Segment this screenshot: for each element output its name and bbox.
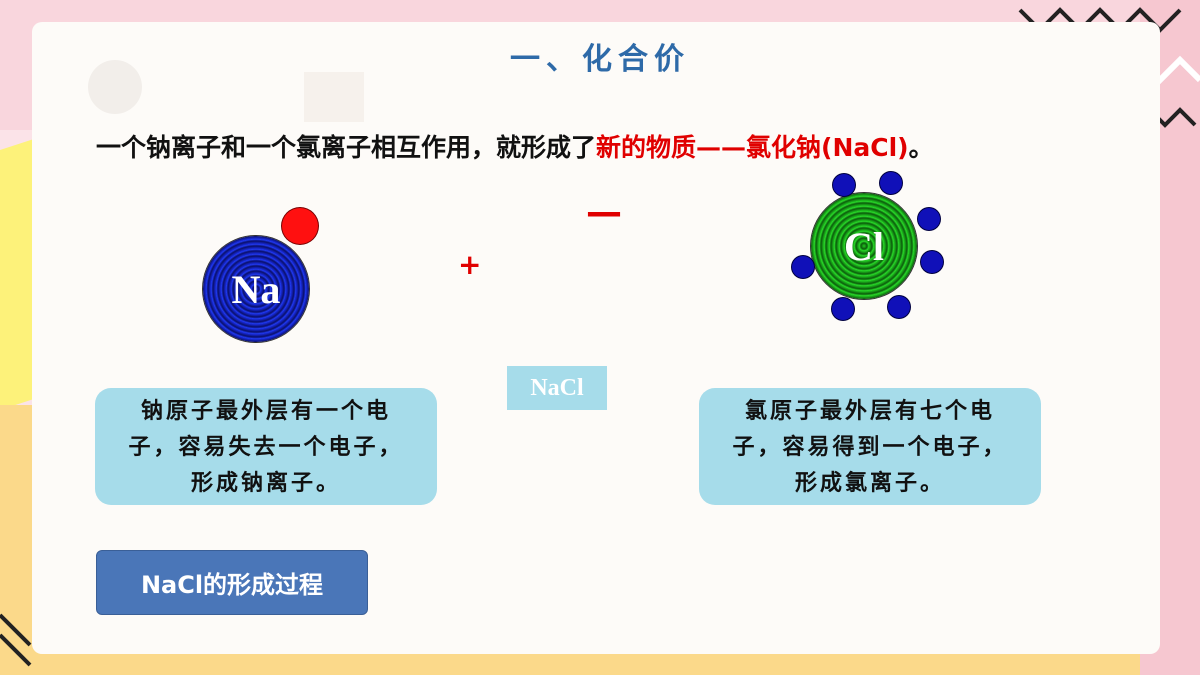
chlorine-electron [921, 251, 943, 273]
headline-black: 一个钠离子和一个氯离子相互作用，就形成了 [96, 133, 597, 162]
headline-highlight: 新的物质——氯化钠(NaCl) [596, 133, 909, 162]
chlorine-electron [833, 174, 855, 196]
sodium-symbol: Na [231, 266, 281, 312]
headline-end: 。 [908, 133, 934, 162]
bubble-line: 形成氯离子。 [794, 471, 945, 496]
headline-text: 一个钠离子和一个氯离子相互作用，就形成了新的物质——氯化钠(NaCl)。 [96, 128, 934, 164]
bubble-line: 子，容易得到一个电子， [732, 435, 1008, 460]
bubble-line: 氯原子最外层有七个电 [744, 399, 995, 424]
chlorine-electron [918, 208, 940, 230]
bubble-line: 子，容易失去一个电子， [128, 435, 404, 460]
watermark-square [304, 72, 364, 122]
chlorine-electron [888, 296, 910, 318]
bubble-line: 形成钠离子。 [190, 471, 341, 496]
slide-title: 一、化合价 [510, 42, 690, 77]
bubble-line: 钠原子最外层有一个电 [140, 399, 391, 424]
sodium-atom[interactable]: Na [203, 236, 309, 342]
content-panel [32, 22, 1160, 654]
nacl-product-label[interactable]: NaCl [507, 366, 607, 410]
plus-sign: + [458, 248, 482, 281]
chlorine-electron [880, 172, 902, 194]
chlorine-atom[interactable]: Cl [811, 193, 917, 299]
chlorine-symbol: Cl [844, 223, 884, 269]
stripe-decoration [0, 613, 32, 667]
chlorine-electron [792, 256, 814, 278]
chlorine-electron [832, 298, 854, 320]
nacl-formation-button[interactable]: NaCl的形成过程 [96, 550, 368, 615]
watermark-circle [88, 60, 142, 114]
chlorine-explanation-bubble: 氯原子最外层有七个电 子，容易得到一个电子， 形成氯离子。 [699, 388, 1041, 505]
sodium-electron[interactable] [282, 208, 318, 244]
sodium-explanation-bubble: 钠原子最外层有一个电 子，容易失去一个电子， 形成钠离子。 [95, 388, 437, 505]
minus-sign: — [586, 192, 622, 233]
